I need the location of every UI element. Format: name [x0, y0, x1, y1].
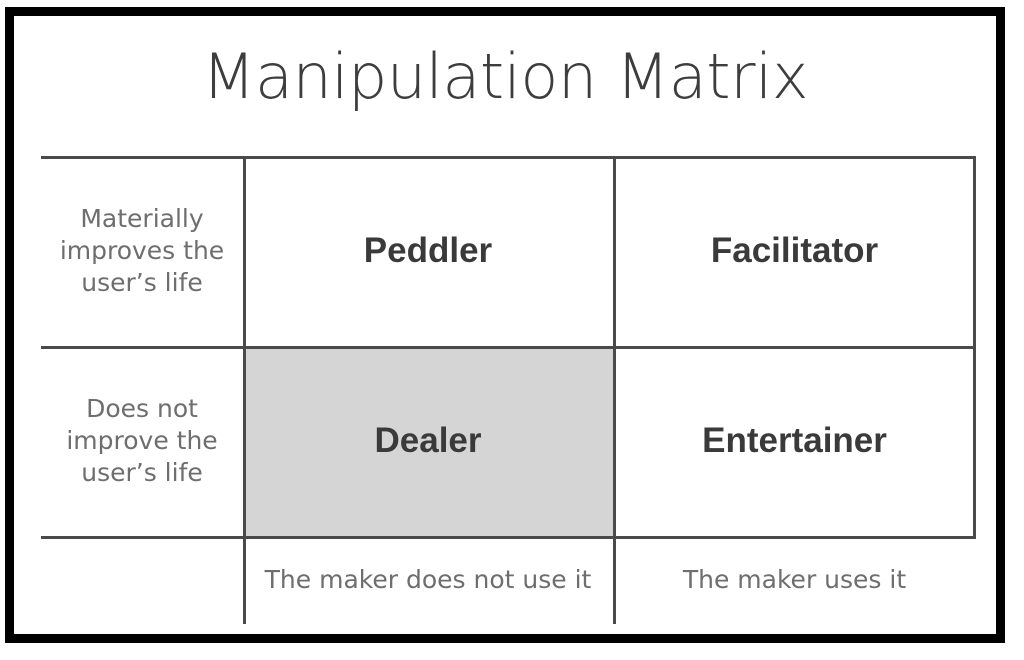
slide-frame: Manipulation Matrix Materially improves … [5, 7, 1005, 643]
quadrant-dealer[interactable]: Dealer [243, 346, 613, 536]
row-header-label: Does not improve the user’s life [60, 393, 223, 489]
grid-line-vertical-right [973, 156, 976, 536]
row-header-line-3: user’s life [81, 458, 203, 487]
row-header-materially-improves: Materially improves the user’s life [41, 156, 243, 346]
quadrant-peddler[interactable]: Peddler [243, 156, 613, 346]
grid-line-vertical-left [243, 156, 246, 624]
quadrant-facilitator[interactable]: Facilitator [613, 156, 976, 346]
quadrant-label: Peddler [363, 231, 493, 270]
column-footer-label: The maker uses it [682, 565, 907, 594]
row-header-line-3: user’s life [81, 268, 203, 297]
manipulation-matrix: Materially improves the user’s life Pedd… [41, 156, 976, 624]
row-header-does-not-improve: Does not improve the user’s life [41, 346, 243, 536]
page-title: Manipulation Matrix [201, 40, 809, 113]
quadrant-label: Entertainer [702, 421, 887, 460]
grid-line-horizontal-top [41, 156, 976, 159]
row-header-line-1: Materially [80, 204, 204, 233]
column-footer-maker-does-not-use-it: The maker does not use it [243, 536, 613, 624]
row-header-line-2: improves the [59, 236, 225, 265]
quadrant-label: Dealer [374, 421, 482, 460]
row-header-line-1: Does not [86, 394, 198, 423]
row-header-line-2: improve the [66, 426, 218, 455]
slide-canvas: Manipulation Matrix Materially improves … [14, 16, 996, 634]
grid-line-horizontal-bottom [41, 536, 976, 539]
column-footer-label: The maker does not use it [264, 565, 592, 594]
footer-corner-spacer [41, 536, 243, 624]
quadrant-label: Facilitator [710, 231, 879, 270]
row-header-label: Materially improves the user’s life [54, 203, 230, 299]
matrix-grid: Materially improves the user’s life Pedd… [41, 156, 976, 624]
quadrant-entertainer[interactable]: Entertainer [613, 346, 976, 536]
column-footer-maker-uses-it: The maker uses it [613, 536, 976, 624]
grid-line-horizontal-middle [41, 346, 976, 349]
grid-line-vertical-middle [613, 156, 616, 624]
